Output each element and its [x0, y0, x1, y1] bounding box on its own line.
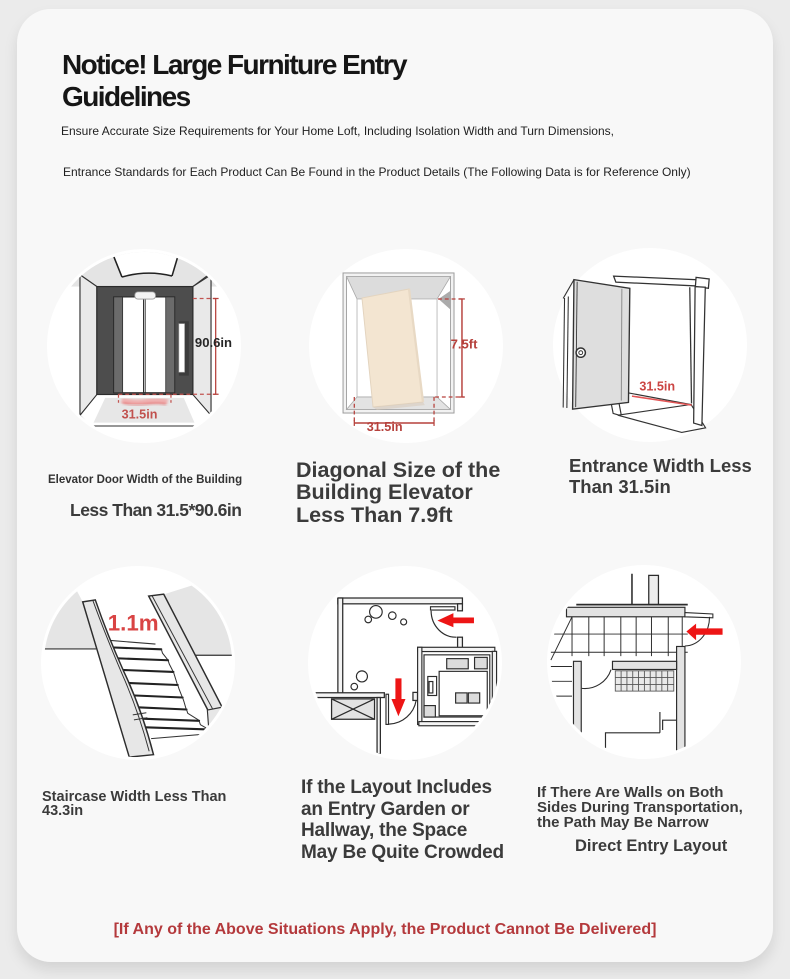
svg-text:31.5in: 31.5in	[122, 407, 158, 421]
svg-text:90.6in: 90.6in	[195, 335, 232, 350]
svg-text:1.1m: 1.1m	[108, 611, 159, 636]
svg-text:31.5in: 31.5in	[639, 380, 675, 394]
svg-text:7.5ft: 7.5ft	[451, 336, 479, 351]
svg-text:31.5in: 31.5in	[367, 420, 403, 434]
